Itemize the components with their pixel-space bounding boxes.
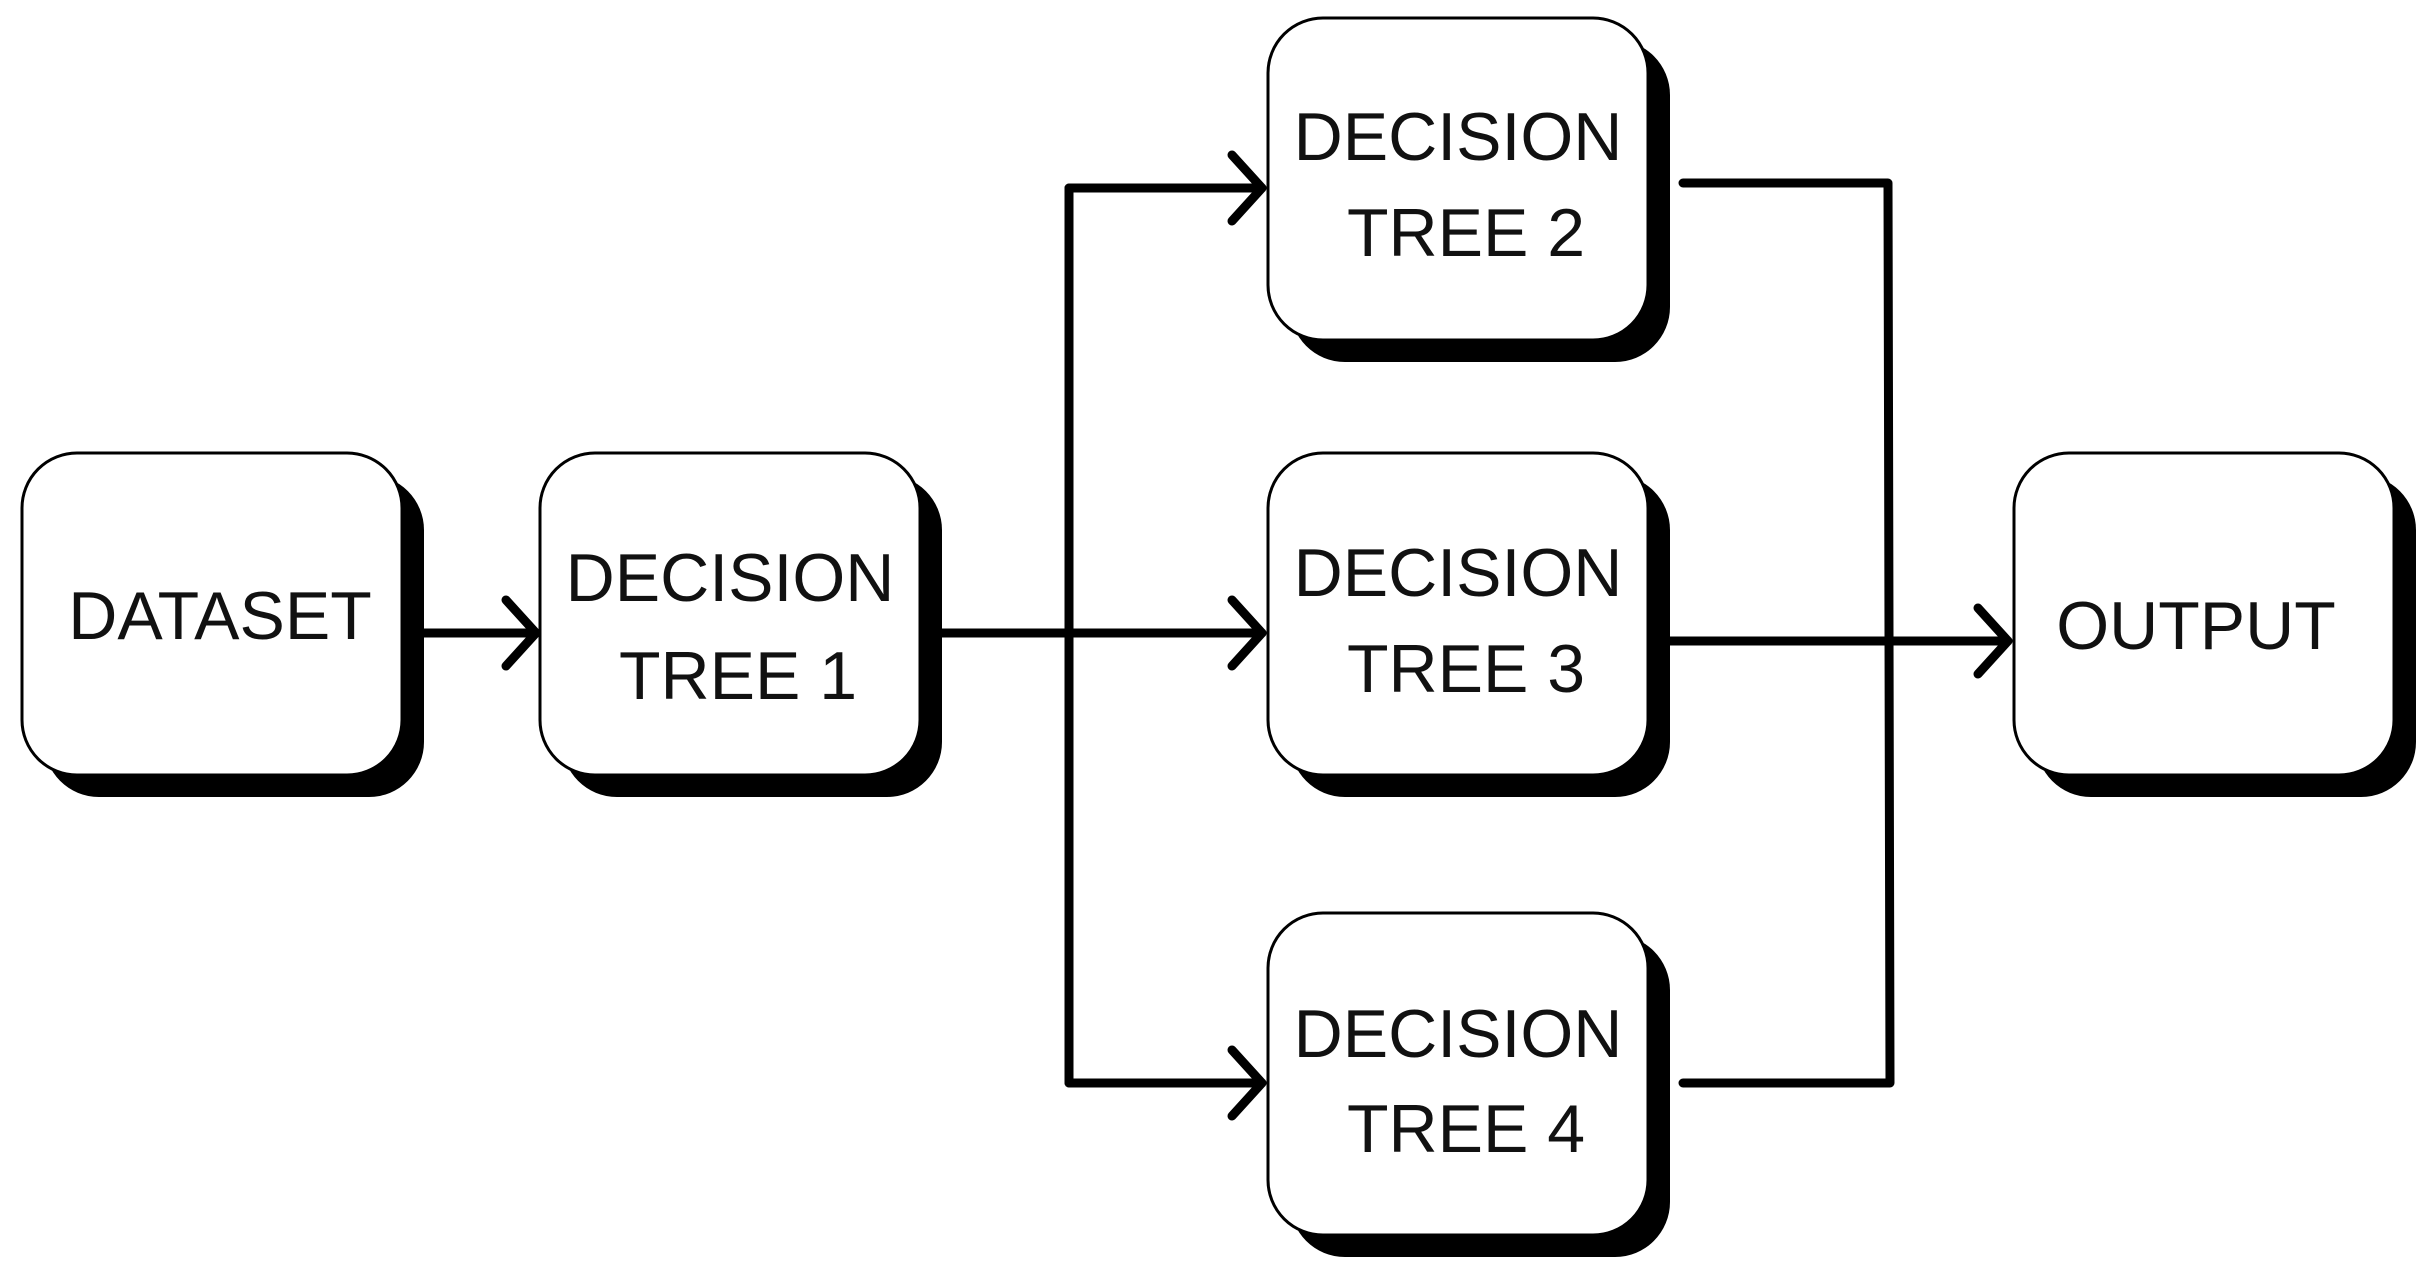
node-tree1-label-1: DECISION	[566, 540, 895, 616]
node-tree1-label-2: TREE 1	[619, 638, 857, 714]
node-dataset-label-1: DATASET	[68, 578, 372, 654]
node-tree2-label-1: DECISION	[1294, 99, 1623, 175]
node-tree2-label-2: TREE 2	[1347, 195, 1585, 271]
arrowhead-tree3	[1227, 595, 1267, 671]
connectors	[416, 150, 2013, 1121]
edge-tree2-to-merge	[1678, 178, 1895, 1088]
node-decision-tree-1: DECISION TREE 1	[538, 451, 942, 797]
arrowhead-output	[1973, 603, 2013, 679]
node-tree4-label-1: DECISION	[1294, 996, 1623, 1072]
node-decision-tree-4: DECISION TREE 4	[1266, 911, 1670, 1257]
node-output-label-1: OUTPUT	[2056, 588, 2336, 664]
node-tree3-label-1: DECISION	[1294, 535, 1623, 611]
arrowhead-tree1	[501, 595, 541, 671]
node-decision-tree-2: DECISION TREE 2	[1266, 16, 1670, 362]
arrowhead-tree4	[1227, 1045, 1267, 1121]
node-tree4-label-2: TREE 4	[1347, 1091, 1585, 1167]
node-decision-tree-3: DECISION TREE 3	[1266, 451, 1670, 797]
node-output: OUTPUT	[2012, 451, 2416, 797]
arrowhead-tree2	[1227, 150, 1267, 226]
node-tree3-label-2: TREE 3	[1347, 631, 1585, 707]
node-dataset: DATASET	[20, 451, 424, 797]
